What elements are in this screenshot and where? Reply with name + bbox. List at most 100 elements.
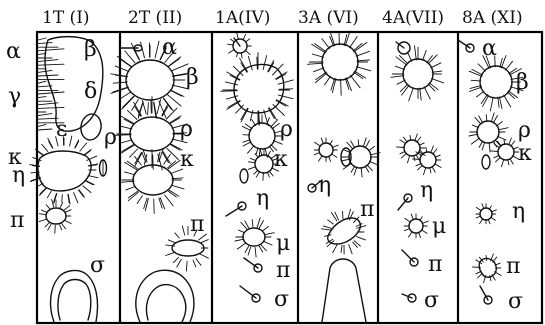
seta — [493, 116, 497, 124]
seta — [248, 57, 252, 70]
seta — [248, 247, 251, 255]
seta — [65, 220, 72, 223]
seta — [265, 148, 267, 158]
seta — [315, 73, 327, 83]
label-3A-pi: π — [360, 197, 374, 222]
seta — [153, 155, 154, 170]
label-4A-pi: π — [428, 252, 442, 277]
seta — [115, 66, 129, 72]
seta — [329, 156, 331, 161]
seta-labels: α β γ δ ε ρ κ η π σ α β ρ κ π ρ κ η μ π … — [6, 35, 532, 314]
seta — [172, 178, 183, 179]
plate-3A-pi — [328, 218, 361, 244]
seta — [42, 144, 48, 151]
seta — [122, 144, 134, 151]
plate-1A-mu — [243, 228, 265, 246]
seta — [489, 142, 490, 152]
seta — [86, 181, 93, 185]
seta — [417, 137, 421, 142]
seta — [259, 221, 263, 229]
seta — [65, 210, 71, 213]
seta — [477, 91, 484, 97]
header-2T: 2T (II) — [128, 8, 182, 28]
seta — [239, 230, 245, 233]
seta — [321, 229, 330, 230]
seta — [323, 226, 331, 228]
seta — [511, 141, 515, 146]
seta — [256, 171, 260, 177]
seta — [473, 125, 479, 128]
seta — [427, 56, 433, 63]
seta — [123, 96, 134, 107]
header-1T: 1T (I) — [42, 8, 90, 28]
seta — [325, 76, 331, 85]
seta — [333, 244, 338, 253]
seta — [356, 224, 362, 227]
seta — [478, 273, 483, 278]
seta — [38, 60, 58, 62]
seta — [471, 80, 481, 81]
seta — [47, 191, 51, 198]
seta — [113, 82, 127, 83]
seta — [278, 80, 293, 84]
seta — [39, 219, 47, 222]
seta — [424, 167, 426, 174]
seta — [45, 223, 49, 227]
label-8A-alpha: α — [482, 36, 497, 61]
plate-8A-eta — [480, 208, 492, 220]
seta — [365, 141, 369, 149]
seta — [271, 120, 278, 127]
seta — [476, 216, 481, 218]
seta — [84, 151, 91, 156]
label-2T-kappa: κ — [180, 147, 194, 172]
seta — [510, 159, 513, 165]
seta — [314, 153, 320, 155]
seta — [488, 219, 490, 224]
seta — [46, 205, 50, 209]
seta — [38, 124, 46, 126]
seta — [268, 151, 271, 156]
plate-8A-rho — [477, 121, 499, 143]
seta — [349, 245, 352, 254]
seta — [148, 103, 149, 115]
seta — [38, 129, 52, 130]
seta — [351, 166, 355, 172]
plate-1T-pi — [46, 208, 66, 224]
seta — [350, 37, 358, 48]
seta — [167, 108, 178, 119]
seta — [435, 164, 442, 168]
seta — [177, 260, 181, 268]
seta — [479, 141, 483, 147]
seta — [38, 81, 46, 83]
seta — [498, 136, 507, 140]
seta — [490, 97, 493, 111]
seta — [38, 97, 46, 98]
seta — [259, 246, 263, 252]
seta — [75, 141, 79, 148]
seta — [415, 46, 417, 60]
seta — [315, 142, 321, 146]
header-1A: 1A(IV) — [215, 8, 270, 28]
seta — [235, 239, 244, 241]
seta — [171, 90, 184, 97]
seta — [494, 155, 499, 158]
seta — [395, 66, 404, 69]
seta — [121, 145, 134, 153]
seta — [243, 34, 246, 40]
label-1A-eta: η — [256, 186, 269, 211]
seta — [264, 241, 273, 245]
seta — [243, 142, 251, 146]
seta — [166, 252, 176, 255]
segment-headers: 1T (I) 2T (II) 1A(IV) 3A (VI) 4A(VII) 8A… — [42, 8, 523, 28]
seta — [38, 118, 58, 119]
seed-1A — [240, 169, 248, 183]
seta — [351, 76, 361, 88]
seta — [68, 194, 69, 202]
seta — [75, 140, 79, 148]
label-1T-rho: ρ — [104, 125, 117, 150]
seta — [491, 210, 496, 212]
seta — [49, 141, 53, 148]
seta — [370, 161, 379, 165]
seta — [175, 233, 179, 238]
seta — [497, 122, 503, 126]
